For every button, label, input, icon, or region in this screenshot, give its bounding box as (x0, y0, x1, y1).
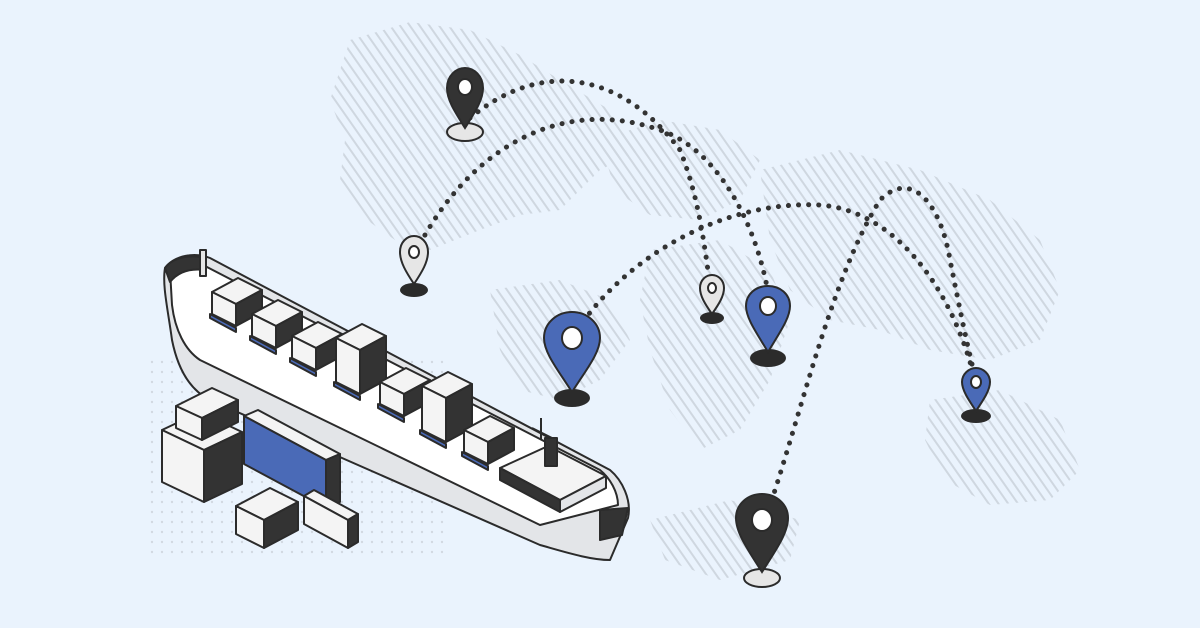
blue-container (243, 409, 341, 509)
map-pin-icon (445, 66, 485, 142)
map-pin-icon (398, 234, 430, 297)
map-pin-icon (698, 273, 726, 324)
shipping-routes (417, 78, 979, 523)
map-pin-icon (542, 310, 602, 407)
continent-north-america (330, 22, 640, 250)
container-stack (161, 387, 243, 503)
ship-stern-dark (599, 507, 629, 541)
map-pin-icon (744, 284, 792, 367)
cargo-ship (163, 249, 630, 561)
flat-container (303, 489, 359, 549)
map-pin-icon (734, 492, 790, 588)
dock-containers (161, 387, 359, 549)
route-2 (417, 116, 773, 308)
map-pins (398, 66, 992, 588)
continent-australia (925, 390, 1080, 505)
map-pin-icon (960, 366, 992, 423)
continent-europe (600, 120, 760, 220)
route-4 (762, 185, 979, 523)
ship-bridge (499, 418, 607, 513)
route-1 (467, 78, 715, 303)
ship-mast (199, 249, 207, 277)
continent-asia (760, 150, 1060, 360)
route-3 (569, 202, 978, 383)
small-container (235, 487, 299, 549)
ship-containers (209, 277, 515, 471)
